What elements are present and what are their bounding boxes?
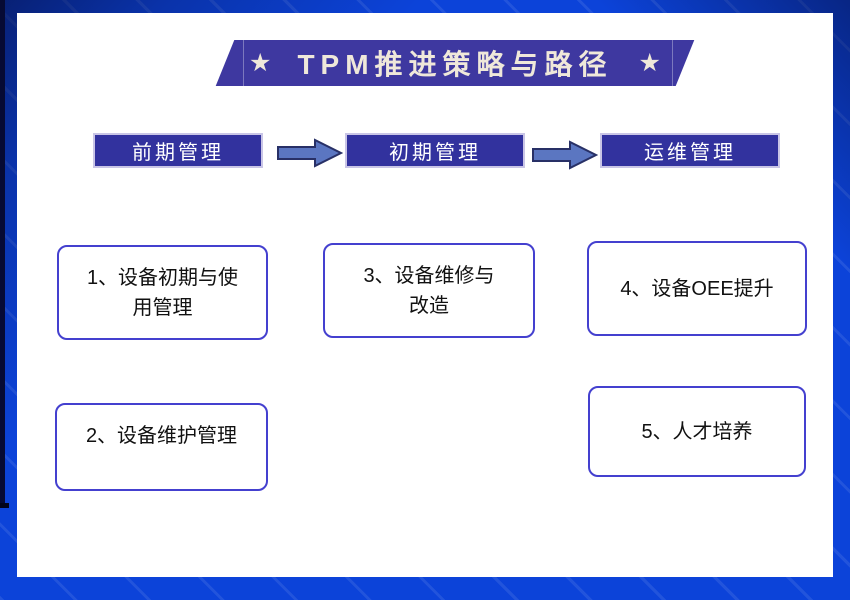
star-left-icon: ★ xyxy=(249,48,272,77)
arrow-right-icon xyxy=(277,138,344,168)
flow-arrow-1 xyxy=(277,138,344,168)
stage-initial-management: 初期管理 xyxy=(345,133,525,168)
card-equipment-maintenance-management: 2、设备维护管理 xyxy=(55,403,268,491)
left-shadow-strip xyxy=(0,0,5,503)
arrow-right-icon xyxy=(532,140,599,170)
card-text: 5、人才培养 xyxy=(641,420,753,443)
flow-arrow-2 xyxy=(532,140,599,170)
left-shadow-notch xyxy=(0,503,9,508)
card-equipment-repair-retrofit: 3、设备维修与 改造 xyxy=(323,243,535,338)
stage-label: 前期管理 xyxy=(132,142,224,164)
card-text: 3、设备维修与 改造 xyxy=(363,264,495,317)
card-text: 4、设备OEE提升 xyxy=(620,277,774,300)
card-equipment-oee-improvement: 4、设备OEE提升 xyxy=(587,241,807,336)
title-banner-content: ★ TPM推进策略与路径 ★ xyxy=(225,40,685,86)
stage-label: 初期管理 xyxy=(389,142,481,164)
stage-operations-management: 运维管理 xyxy=(600,133,780,168)
card-text: 2、设备维护管理 xyxy=(85,425,238,447)
stage-label: 运维管理 xyxy=(644,142,736,164)
banner-left-divider xyxy=(243,40,244,86)
card-equipment-initial-use-management: 1、设备初期与使 用管理 xyxy=(57,245,268,340)
stage-pre-management: 前期管理 xyxy=(93,133,263,168)
banner-right-divider xyxy=(672,40,673,86)
page-title: TPM推进策略与路径 xyxy=(297,49,613,80)
star-right-icon: ★ xyxy=(638,48,661,77)
card-text: 1、设备初期与使 用管理 xyxy=(86,266,239,319)
card-talent-development: 5、人才培养 xyxy=(588,386,806,477)
